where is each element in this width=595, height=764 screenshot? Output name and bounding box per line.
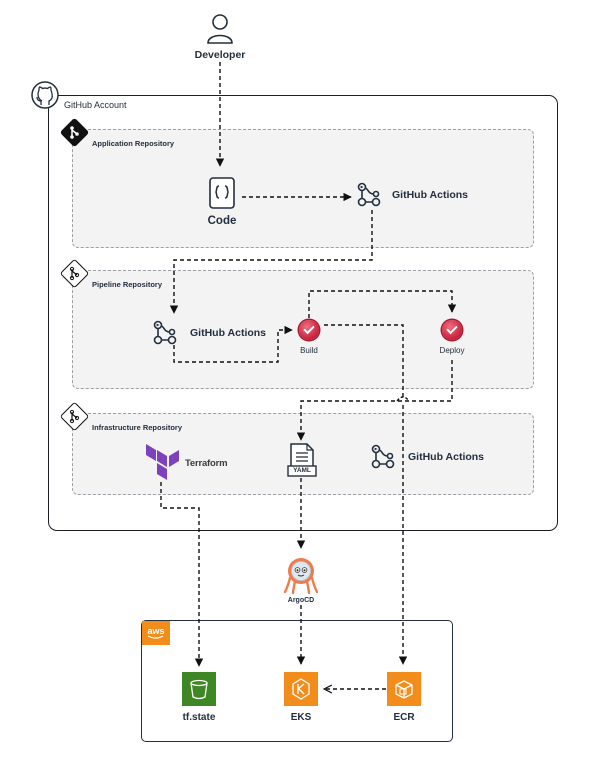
ecr-icon <box>387 672 421 706</box>
code-node: Code <box>200 177 244 227</box>
developer-label: Developer <box>194 49 246 61</box>
github-actions-icon <box>153 320 177 345</box>
eks-node: EKS <box>278 672 324 723</box>
aws-logo-text: aws <box>147 625 165 636</box>
argocd-node: ArgoCD <box>276 556 326 604</box>
terraform-node: Terraform <box>145 444 228 482</box>
ecr-node: ECR <box>381 672 427 723</box>
user-icon <box>207 14 233 44</box>
github-icon <box>31 81 59 109</box>
eks-icon <box>284 672 318 706</box>
git-branch-icon <box>69 266 80 281</box>
git-branch-icon <box>69 409 80 424</box>
eks-label: EKS <box>290 712 312 723</box>
pipeline-github-actions-node: GitHub Actions <box>152 319 266 347</box>
git-branch-icon <box>70 126 79 139</box>
build-node: Build <box>290 320 328 355</box>
application-repository-title: Application Repository <box>92 139 175 148</box>
aws-smile-icon <box>147 634 164 639</box>
code-file-icon <box>209 177 235 209</box>
app-github-actions-node: GitHub Actions <box>356 181 468 209</box>
code-label: Code <box>207 215 237 227</box>
infra-github-actions-node: GitHub Actions <box>370 443 484 471</box>
infrastructure-repository-title: Infrastructure Repository <box>92 423 183 432</box>
yaml-file-icon <box>287 443 317 477</box>
tfstate-node: tf.state <box>176 672 222 723</box>
deploy-label: Deploy <box>439 346 465 355</box>
s3-bucket-icon <box>182 672 216 706</box>
check-circle-icon <box>442 320 462 340</box>
pipeline-repository-title: Pipeline Repository <box>92 280 163 289</box>
tfstate-label: tf.state <box>182 712 216 723</box>
github-account-title: GitHub Account <box>64 100 127 110</box>
terraform-label: Terraform <box>185 457 228 469</box>
yaml-label: YAML <box>293 467 311 474</box>
ecr-label: ECR <box>393 712 415 723</box>
deploy-node: Deploy <box>432 320 472 355</box>
developer-node: Developer <box>186 12 254 61</box>
check-circle-icon <box>299 320 319 340</box>
github-actions-icon <box>371 444 395 469</box>
build-label: Build <box>300 346 318 355</box>
pipeline-github-actions-label: GitHub Actions <box>190 327 267 339</box>
app-github-actions-label: GitHub Actions <box>392 189 469 201</box>
aws-logo: aws <box>142 621 170 645</box>
terraform-icon <box>146 444 179 480</box>
argocd-label: ArgoCD <box>287 597 315 604</box>
infra-github-actions-label: GitHub Actions <box>408 451 485 463</box>
github-actions-icon <box>357 182 381 207</box>
argocd-octopus-icon <box>284 558 318 594</box>
